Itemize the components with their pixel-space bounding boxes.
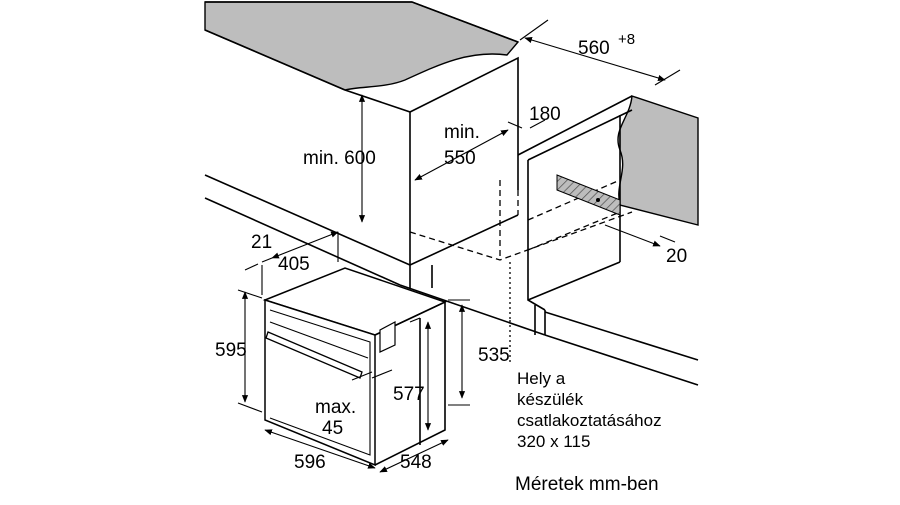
body-height-label: 535	[478, 345, 510, 366]
cabinet-height-label: min. 600	[303, 148, 376, 169]
dimension-lines	[237, 19, 681, 473]
back-gap-label: 180	[529, 104, 561, 125]
handle-depth-value-label: 45	[322, 418, 343, 439]
front-offset-label: 20	[666, 246, 687, 267]
countertop	[204, 1, 520, 91]
front-width-label: 596	[294, 452, 326, 473]
niche-width-tolerance-label: +8	[618, 31, 635, 48]
countertop-right	[617, 95, 699, 226]
inner-height-label: 577	[393, 384, 425, 405]
connection-note-line4: 320 x 115	[517, 432, 590, 451]
top-depth-label: 405	[278, 254, 310, 275]
body-depth-label: 548	[400, 452, 432, 473]
frame-offset-label: 21	[251, 232, 272, 253]
handle-depth-prefix-label: max.	[315, 397, 356, 418]
front-height-label: 595	[215, 340, 247, 361]
connection-note-line3: csatlakoztatásához	[517, 411, 662, 430]
connection-note-line1: Hely a	[517, 369, 566, 388]
niche-depth-prefix-label: min.	[444, 122, 480, 143]
niche-depth-value-label: 550	[444, 148, 476, 169]
units-note: Méretek mm-ben	[515, 474, 659, 495]
oven	[262, 267, 447, 467]
connection-note-line2: készülék	[517, 390, 584, 409]
cabinet-niche	[344, 56, 633, 335]
niche-width-label: 560	[578, 38, 610, 59]
